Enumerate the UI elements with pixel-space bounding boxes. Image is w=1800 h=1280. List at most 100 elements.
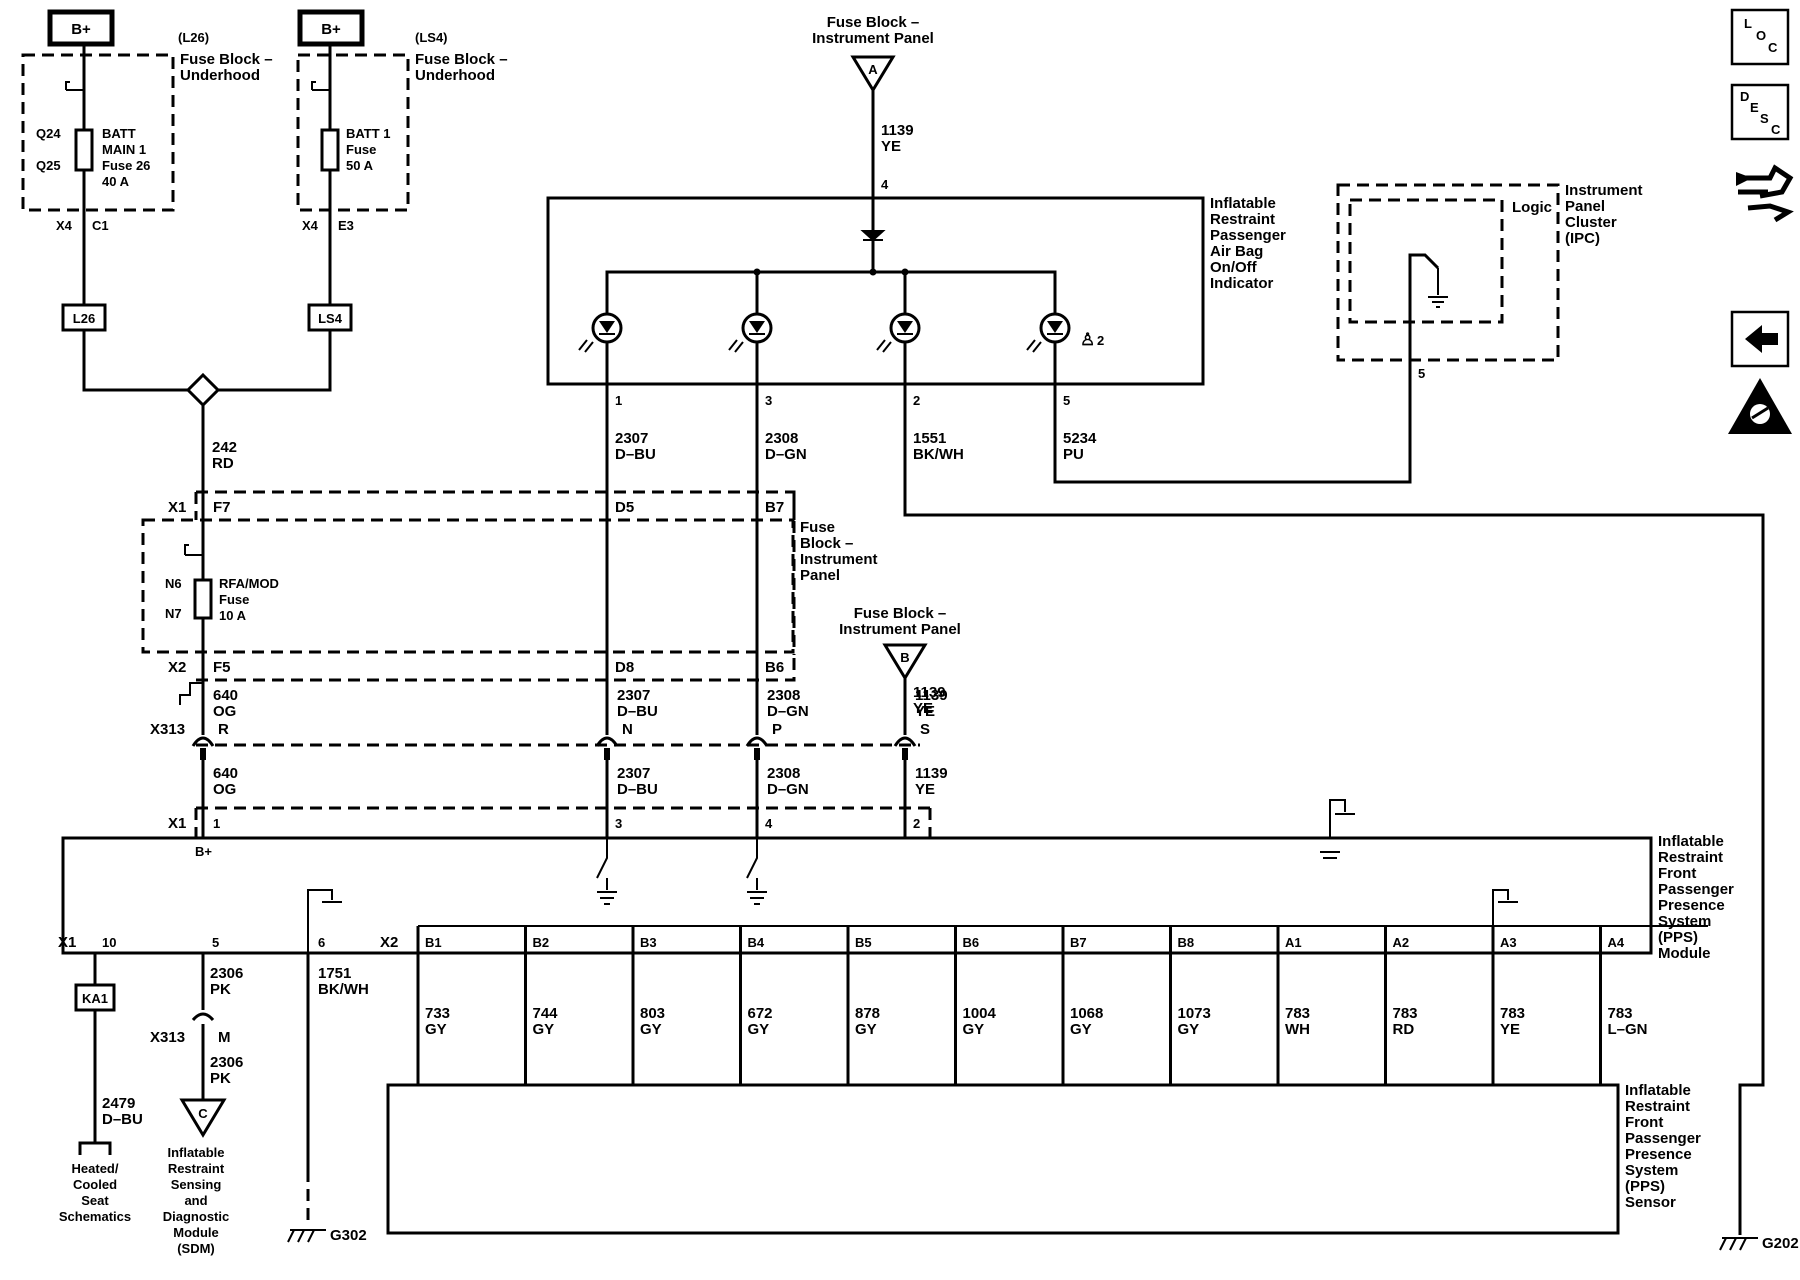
fuse-right-text-3: 50 A (346, 158, 374, 173)
conn-x2-ip: X2 (168, 659, 186, 676)
sensor-wire-number: 878 (855, 1005, 880, 1022)
sdm-7: (SDM) (177, 1241, 215, 1256)
sensor-wire-number: 672 (748, 1005, 773, 1022)
sensor-pin: B6 (963, 935, 980, 950)
wire-2479: 2479 (102, 1095, 135, 1112)
indicator-name-4: Air Bag (1210, 243, 1263, 260)
x313-pin-m: M (218, 1029, 231, 1046)
x313-upper-color: D–BU (617, 703, 658, 720)
fuse-left-text-2: MAIN 1 (102, 142, 146, 157)
sensor-wire-number: 783 (1285, 1005, 1310, 1022)
tag-ls4 (307, 303, 353, 332)
wire-242: 242 (212, 439, 237, 456)
x313-pin: P (772, 721, 782, 738)
sensor-name-6: System (1625, 1162, 1678, 1179)
feed-b-title-1: Fuse Block – (854, 605, 947, 622)
wire-2306-upper-color: PK (210, 981, 231, 998)
x313-upper-wire: 1139 (915, 687, 948, 704)
ip-fuse-block: Fuse Block – Instrument Panel X1 F7 D5 B… (141, 490, 878, 682)
indicator-icon-number: 2 (1097, 333, 1104, 348)
g202-ground-icon (1719, 1237, 1758, 1251)
x313-upper-wire: 640 (213, 687, 238, 704)
connector-pinout-icon[interactable] (1736, 164, 1794, 223)
fuse-term-n6: N6 (165, 576, 182, 591)
module-pin-3: 3 (615, 816, 622, 831)
module-ground-icon-top (1329, 799, 1355, 838)
module-ground-icon-left (307, 889, 342, 953)
sensor-pin: B5 (855, 935, 872, 950)
battery-l26: B+ (L26) Fuse Block – Underhood Q24 Q25 … (21, 9, 273, 392)
wire-1551: 1551 (913, 430, 946, 447)
sensor-pin: A4 (1608, 935, 1625, 950)
pin-d8: D8 (615, 659, 634, 676)
variant-ls4: (LS4) (415, 30, 448, 45)
sensor-wire-color: YE (1500, 1021, 1520, 1038)
x313-label: X313 (150, 721, 185, 738)
x313-lower-color: D–BU (617, 781, 658, 798)
loc-o: O (1756, 28, 1766, 43)
fuse-ip-text-3: 10 A (219, 608, 247, 623)
feed-b-color: YE (913, 700, 933, 717)
indicator-lamp-icon (578, 312, 623, 353)
sensor-pin: B8 (1178, 935, 1195, 950)
sensor-name-1: Inflatable (1625, 1082, 1691, 1099)
fuse-left-text-1: BATT (102, 126, 136, 141)
module-pin-6: 6 (318, 935, 325, 950)
fuse-left-text-3: Fuse 26 (102, 158, 150, 173)
pps-module: Inflatable Restraint Front Passenger Pre… (58, 799, 1734, 962)
fuse-ip-text-2: Fuse (219, 592, 249, 607)
indicator-name-6: Indicator (1210, 275, 1274, 292)
pps-module-box (61, 836, 1653, 955)
module-name-6: System (1658, 913, 1711, 930)
x313-upper-color: YE (915, 703, 935, 720)
esd-warning-icon[interactable] (1728, 378, 1792, 434)
sensor-pin: A2 (1393, 935, 1410, 950)
sdm-letter: C (198, 1106, 208, 1121)
x313-lower-color: YE (915, 781, 935, 798)
loc-l: L (1744, 16, 1752, 31)
battery-ls4: B+ (LS4) Fuse Block – Underhood BATT 1 F… (216, 9, 508, 392)
bplus-box-right (297, 9, 365, 47)
indicator-lamp-icon (1026, 312, 1071, 353)
fuse-block-right-2: Underhood (415, 67, 495, 84)
feed-a-title-1: Fuse Block – (827, 14, 920, 31)
back-arrow-icon (1745, 325, 1778, 353)
x313-lower-wire: 2308 (767, 765, 800, 782)
location-button[interactable]: L O C (1730, 8, 1790, 66)
module-conn-x1b: X1 (58, 934, 76, 951)
desc-c: C (1771, 122, 1781, 137)
connector-x313: X313 R640OG640OGN2307D–BU2307D–BUP2308D–… (150, 680, 948, 838)
sdm-5: Diagnostic (163, 1209, 229, 1224)
module-name-4: Passenger (1658, 881, 1734, 898)
x313-lower-color: D–GN (767, 781, 809, 798)
x313-lower-label: X313 (150, 1029, 185, 1046)
bplus-box-left (47, 9, 115, 47)
sensor-wire-color: L–GN (1608, 1021, 1648, 1038)
feed-b: Fuse Block – Instrument Panel B 1139 YE (839, 605, 961, 735)
heated-1: Heated/ (72, 1161, 119, 1176)
ipc-name-3: Cluster (1565, 214, 1617, 231)
pin-f5: F5 (213, 659, 231, 676)
feed-a-triangle (850, 55, 896, 93)
description-button[interactable]: D E S C (1730, 83, 1790, 141)
fuse-right-text-2: Fuse (346, 142, 376, 157)
fuse-left-text-4: 40 A (102, 174, 130, 189)
ipc-name-1: Instrument (1565, 182, 1643, 199)
x313-lower-wire: 2307 (617, 765, 650, 782)
feed-a-color: YE (881, 138, 901, 155)
sensor-pin: B1 (425, 935, 442, 950)
module-conn-x1: X1 (168, 815, 186, 832)
feed-b-wire: 1139 (913, 684, 946, 701)
sensor-wire-number: 783 (1608, 1005, 1633, 1022)
sdm-1: Inflatable (167, 1145, 224, 1160)
back-button[interactable] (1730, 310, 1790, 368)
x313-upper-wire: 2308 (767, 687, 800, 704)
conn-x4-left: X4 (56, 218, 73, 233)
